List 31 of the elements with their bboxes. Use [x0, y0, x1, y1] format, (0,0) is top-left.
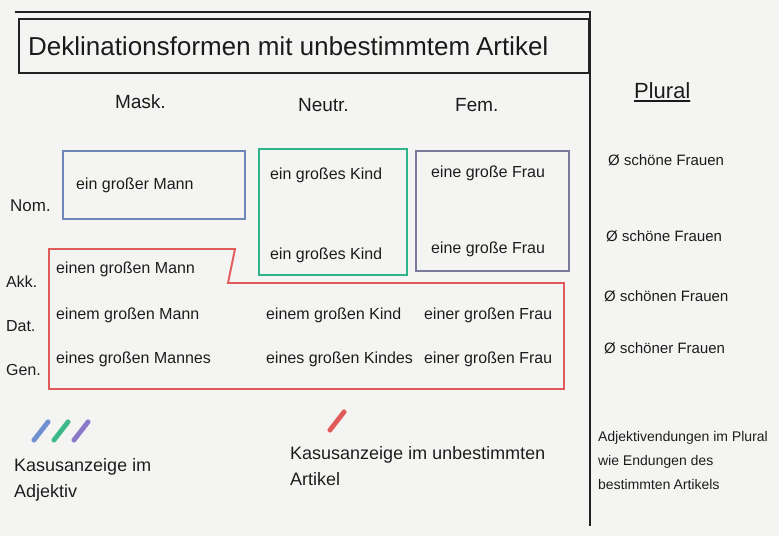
- declension-text: eine große Frau: [431, 164, 545, 182]
- row-label: Gen.: [6, 362, 41, 380]
- declension-text: einem großen Mann: [56, 306, 200, 324]
- row-label: Akk.: [6, 274, 38, 292]
- declension-text: einer großen Frau: [424, 350, 552, 368]
- declension-text: einen großen Mann: [56, 260, 195, 278]
- declension-text: ein großer Mann: [76, 176, 194, 194]
- declension-text: ein großes Kind: [270, 166, 382, 184]
- legend-text: Kasusanzeige im unbestimmten Artikel: [290, 442, 546, 491]
- column-heading: Mask.: [115, 92, 166, 114]
- grouping-box: [258, 148, 408, 276]
- column-heading: Fem.: [455, 95, 498, 117]
- grouping-box: [415, 150, 570, 272]
- row-label: Dat.: [6, 318, 36, 336]
- declension-text: ein großes Kind: [270, 246, 382, 264]
- plural-form: Ø schöner Frauen: [604, 340, 725, 357]
- title: Deklinationsformen mit unbestimmtem Artikel: [18, 18, 590, 74]
- plural-form: Ø schöne Frauen: [608, 152, 724, 169]
- declension-text: eine große Frau: [431, 240, 545, 258]
- declension-text: eines großen Kindes: [266, 350, 413, 368]
- plural-form: Ø schöne Frauen: [606, 228, 722, 245]
- row-label: Nom.: [10, 196, 51, 216]
- column-heading: Neutr.: [298, 95, 349, 117]
- declension-text: einem großen Kind: [266, 306, 402, 324]
- grouping-box: [62, 150, 246, 220]
- declension-text: einer großen Frau: [424, 306, 552, 324]
- declension-text: eines großen Mannes: [56, 350, 211, 368]
- plural-form: Ø schönen Frauen: [604, 288, 728, 305]
- note-text: Adjektivendungen im Plural wie Endungen des bestimmten Artikels: [598, 427, 769, 494]
- legend-text: Kasusanzeige im Adjektiv: [14, 454, 152, 503]
- column-heading: Plural: [634, 78, 690, 104]
